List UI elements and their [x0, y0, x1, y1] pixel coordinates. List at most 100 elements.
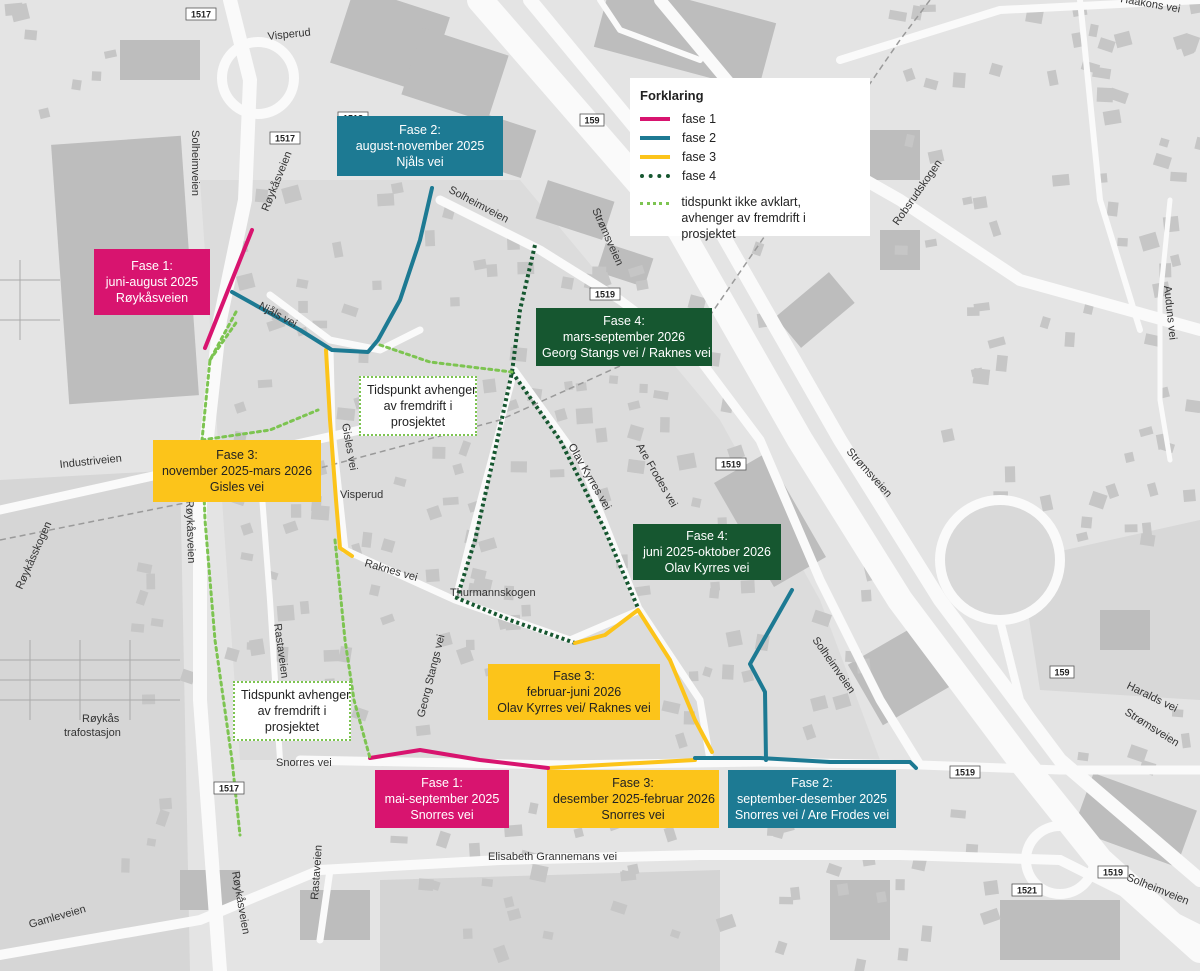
house — [1143, 333, 1162, 348]
house — [103, 49, 118, 59]
house — [888, 9, 908, 22]
house — [486, 263, 498, 278]
house — [1108, 87, 1129, 105]
house — [802, 724, 817, 741]
house — [1076, 531, 1089, 542]
house — [995, 354, 1008, 372]
legend-title: Forklaring — [640, 88, 704, 103]
house — [1092, 66, 1112, 80]
house — [920, 925, 933, 943]
callout-road: Gisles vei — [209, 480, 265, 494]
house — [675, 732, 688, 749]
house — [635, 279, 649, 291]
house — [281, 184, 303, 205]
railway — [0, 0, 931, 541]
legend-label: fase 1 — [682, 111, 717, 126]
house — [376, 193, 395, 207]
street-label: Røykåsveien — [183, 500, 197, 564]
house — [988, 220, 1002, 238]
road-number-shield — [1049, 665, 1075, 679]
house — [24, 29, 38, 41]
house — [811, 609, 832, 628]
house — [904, 133, 915, 148]
road-number-shield — [1011, 883, 1043, 897]
fase2-swatch — [640, 135, 670, 140]
house — [927, 149, 945, 164]
house — [810, 695, 829, 712]
house — [142, 694, 156, 705]
callout-title: Fase 1: — [421, 776, 463, 790]
house — [393, 476, 407, 487]
callout-fase2-snorres-are-frodes: Fase 2: september-desember 2025 Snorres … — [728, 770, 896, 828]
legend-note: tidspunkt ikke avklart, avhenger av frem… — [681, 194, 860, 242]
note-line: Tidspunkt avhenger — [241, 688, 351, 702]
house — [1071, 32, 1083, 48]
note-line: av fremdrift i — [383, 399, 453, 413]
house — [257, 379, 273, 389]
route-fase4 — [454, 244, 640, 645]
road-number-label: 159 — [584, 116, 599, 126]
house — [1039, 494, 1054, 512]
house — [248, 638, 266, 657]
road-number-label: 1517 — [275, 134, 295, 144]
house — [923, 77, 939, 91]
legend-item-fase4: fase 4 — [640, 166, 860, 185]
house — [962, 196, 973, 206]
street-label: Røykås — [82, 713, 120, 725]
note-timing-lower: Tidspunkt avhenger av fremdrift i prosje… — [233, 681, 351, 741]
house — [1088, 23, 1099, 38]
house — [653, 390, 669, 401]
street-label: Solheimveien — [189, 130, 201, 196]
house — [521, 604, 532, 617]
street-label: Rastaveien — [309, 844, 325, 900]
forest-area-south — [380, 870, 720, 971]
residential-area-center — [200, 180, 880, 760]
house — [1117, 237, 1128, 247]
legend-label: fase 2 — [682, 130, 717, 145]
legend-label: fase 3 — [682, 149, 717, 164]
house — [1106, 201, 1119, 217]
house — [632, 585, 651, 597]
house — [390, 182, 404, 195]
house — [702, 666, 713, 678]
road-number-shield — [185, 7, 217, 21]
house — [725, 629, 743, 648]
map-legend: Forklaring fase 1 fase 2 fase 3 fase 4 t… — [630, 78, 870, 241]
house — [240, 552, 254, 562]
house — [1124, 451, 1135, 463]
house — [470, 567, 487, 582]
house — [988, 62, 1003, 77]
legend-item-fase2: fase 2 — [640, 128, 860, 147]
house — [282, 520, 299, 535]
road-number-shield — [589, 287, 621, 301]
house — [372, 280, 382, 291]
callout-title: Fase 4: — [603, 314, 645, 328]
house — [1141, 522, 1153, 538]
road-number-label: 1521 — [1017, 886, 1037, 896]
house — [1127, 744, 1148, 763]
house — [741, 669, 755, 683]
house — [1184, 399, 1200, 414]
fase3-swatch — [640, 154, 670, 159]
house — [1113, 30, 1133, 49]
callout-period: mai-september 2025 — [384, 792, 500, 806]
road-numbers: 1517151715171518159159151915191519151915… — [185, 7, 1129, 897]
house — [709, 588, 720, 599]
house — [276, 646, 289, 663]
road-number-label: 159 — [1054, 668, 1069, 678]
house — [790, 886, 801, 901]
house — [910, 5, 923, 21]
callout-fase4-georg-stangs: Fase 4: mars-september 2026 Georg Stangs… — [536, 308, 712, 366]
house — [1170, 171, 1188, 183]
house — [503, 585, 515, 601]
callout-fase1-snorres-vei: Fase 1: mai-september 2025 Snorres vei — [375, 770, 509, 828]
house — [358, 351, 369, 364]
callout-road: Snorres vei / Are Frodes vei — [734, 808, 890, 822]
house — [493, 944, 510, 964]
house — [894, 245, 908, 255]
house — [432, 446, 446, 459]
house — [361, 531, 373, 548]
note-line: prosjektet — [390, 415, 446, 429]
callout-period: november 2025-mars 2026 — [161, 464, 313, 478]
house — [573, 827, 584, 839]
